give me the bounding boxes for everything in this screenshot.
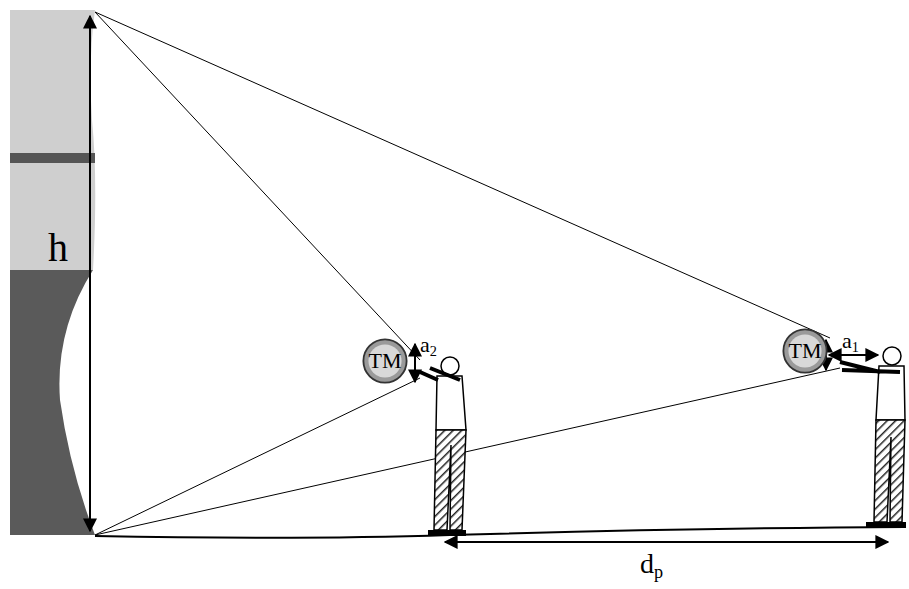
a1-label: a1 [842, 330, 859, 352]
observer-far [840, 347, 906, 528]
cliff-lower [10, 270, 95, 535]
cliff-band [10, 153, 95, 163]
device-circle: TM [782, 328, 828, 374]
sight-lines [95, 12, 840, 535]
a2-arrow [414, 344, 416, 382]
ground-line [95, 527, 905, 538]
distance-label: dp [640, 550, 663, 578]
height-arrow [89, 16, 91, 531]
device-label: TM [789, 340, 822, 362]
observer-near [420, 357, 466, 536]
cliff-upper [10, 10, 95, 270]
a2-label: a2 [420, 334, 437, 356]
device-circle: TM [362, 338, 408, 384]
height-label: h [48, 228, 68, 268]
device-label: TM [369, 350, 402, 372]
distance-arrow [445, 541, 888, 543]
